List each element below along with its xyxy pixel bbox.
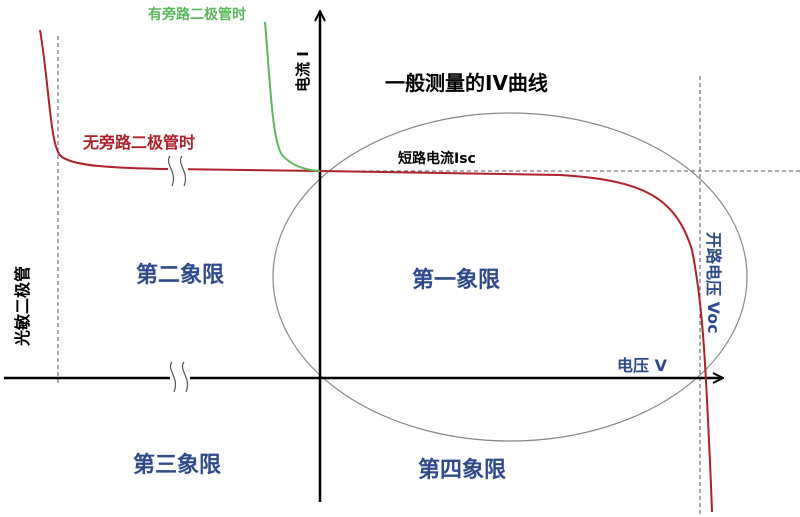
x-axis-label: 电压 V (617, 356, 668, 375)
photodiode-label: 光敏二极管 (13, 266, 32, 347)
quadrant-ellipse (272, 112, 748, 442)
quadrant-1-label: 第一象限 (412, 267, 500, 293)
curve-without-bypass (39, 29, 713, 513)
quadrant-4-label: 第四象限 (418, 457, 506, 483)
curve-with-bypass (264, 21, 321, 172)
voc-label: 开路电压 Voc (704, 232, 723, 334)
chart-title: 一般测量的IV曲线 (385, 71, 548, 95)
isc-label: 短路电流Isc (398, 150, 476, 167)
with-bypass-label: 有旁路二极管时 (148, 6, 246, 23)
quadrant-3-label: 第三象限 (133, 452, 221, 478)
curve-break-mark (168, 155, 188, 188)
x-axis-break-mark (170, 361, 190, 394)
quadrant-2-label: 第二象限 (136, 262, 224, 288)
y-axis-label: 电流 I (294, 51, 312, 92)
without-bypass-label: 无旁路二极管时 (82, 133, 195, 152)
